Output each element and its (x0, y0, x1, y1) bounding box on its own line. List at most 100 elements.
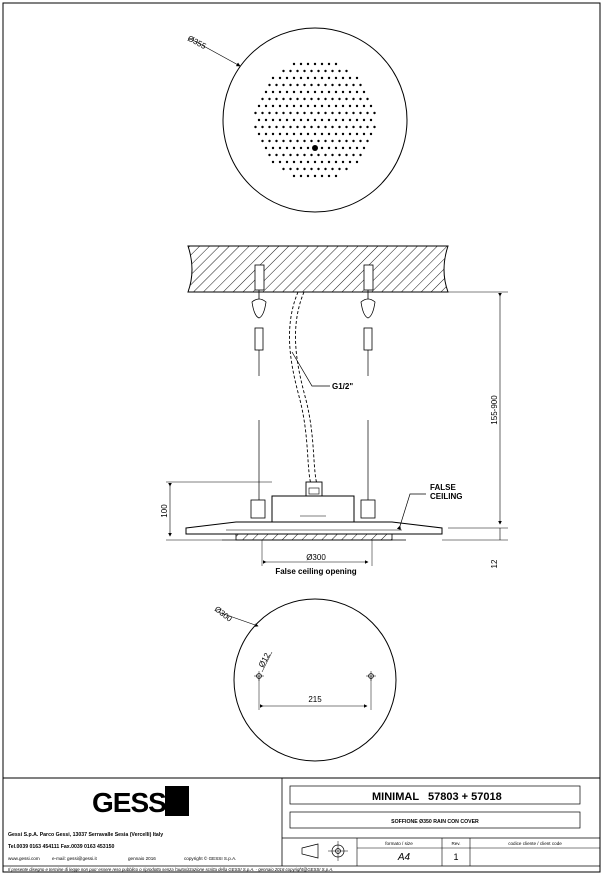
bottom-view: 215 Ø12 Ø300 (213, 598, 397, 762)
nozzle (362, 132, 366, 136)
nozzle (271, 104, 275, 108)
nozzle (310, 83, 313, 87)
nozzle (303, 167, 306, 171)
nozzle (355, 90, 359, 94)
nozzle (306, 132, 310, 136)
nozzle (327, 174, 331, 178)
nozzle (285, 90, 289, 94)
nozzle (334, 160, 338, 164)
nozzle (331, 153, 334, 157)
legal-footer: Il presente disegno e termine di legge n… (8, 867, 333, 872)
nozzle (324, 167, 327, 171)
nozzle (271, 118, 275, 122)
nozzle (306, 118, 310, 122)
nozzle (334, 76, 338, 80)
nozzle (292, 104, 296, 108)
nozzle (338, 69, 341, 73)
format-value: A4 (397, 852, 411, 863)
nozzle (299, 146, 303, 150)
nozzle (341, 118, 345, 122)
nozzle (306, 76, 310, 80)
nozzle (331, 167, 334, 171)
nozzle (292, 62, 296, 66)
nozzle-pattern (254, 62, 376, 178)
nozzle (317, 125, 320, 129)
nozzle (275, 111, 278, 115)
nozzle (352, 97, 355, 101)
nozzle (341, 76, 345, 80)
nozzle (366, 125, 369, 129)
nozzle (303, 125, 306, 129)
nozzle (278, 76, 282, 80)
nozzle (341, 104, 345, 108)
nozzle (317, 97, 320, 101)
nozzle (296, 139, 299, 143)
nozzle (310, 69, 313, 73)
nozzle (348, 118, 352, 122)
nozzle (257, 104, 261, 108)
nozzle (366, 97, 369, 101)
nozzle (289, 111, 292, 115)
nozzle (254, 111, 257, 115)
nozzle (327, 62, 331, 66)
thread-leader (291, 351, 330, 387)
top-diameter-leader (188, 37, 241, 67)
hole-diameter-label: Ø12 (257, 651, 272, 669)
company-web: www.gessi.com (8, 856, 40, 861)
title-block: GESSI Gessi S.p.A. Parco Gessi, 13037 Se… (3, 777, 600, 872)
nozzle (348, 160, 352, 164)
nozzle (310, 153, 313, 157)
nozzle (299, 62, 303, 66)
nozzle (348, 76, 352, 80)
nozzle (275, 97, 278, 101)
plate-thickness-label: 12 (490, 559, 499, 568)
nozzle (345, 139, 348, 143)
nozzle (271, 160, 275, 164)
nozzle (338, 111, 341, 115)
nozzle (334, 132, 338, 136)
nozzle (282, 153, 285, 157)
format-label: formato / size (385, 841, 413, 846)
nozzle (289, 153, 292, 157)
nozzle (331, 83, 334, 87)
nozzle (317, 83, 320, 87)
nozzle (306, 62, 310, 66)
product-code: 57803 + 57018 (428, 791, 502, 803)
nozzle (320, 76, 324, 80)
nozzle (331, 111, 334, 115)
ceiling-slab (187, 245, 449, 293)
drawing-date: gennaio 2016 (128, 856, 156, 861)
flexible-hose (289, 291, 313, 489)
nozzle (264, 146, 268, 150)
nozzle (254, 125, 257, 129)
nozzle (338, 83, 341, 87)
bottom-diameter-leader (217, 611, 259, 627)
nozzle (289, 97, 292, 101)
nozzle (313, 76, 317, 80)
nozzle (271, 76, 275, 80)
false-ceiling-label-2: CEILING (430, 492, 462, 501)
nozzle (299, 160, 303, 164)
nozzle (271, 90, 275, 94)
nozzle (345, 167, 348, 171)
nozzle (310, 167, 313, 171)
nozzle (292, 146, 296, 150)
nozzle (327, 132, 331, 136)
nozzle (359, 97, 362, 101)
nozzle (345, 111, 348, 115)
nozzle (268, 97, 271, 101)
nozzle (331, 97, 334, 101)
nozzle (285, 160, 289, 164)
nozzle (324, 153, 327, 157)
false-ceiling-leader (396, 493, 426, 530)
nozzle (362, 104, 366, 108)
nozzle (359, 139, 362, 143)
nozzle (264, 104, 268, 108)
nozzle (345, 69, 348, 73)
nozzle (334, 104, 338, 108)
nozzle (338, 167, 341, 171)
nozzle (338, 125, 341, 129)
opening-diameter-label: Ø300 (306, 553, 326, 562)
nozzle (320, 90, 324, 94)
